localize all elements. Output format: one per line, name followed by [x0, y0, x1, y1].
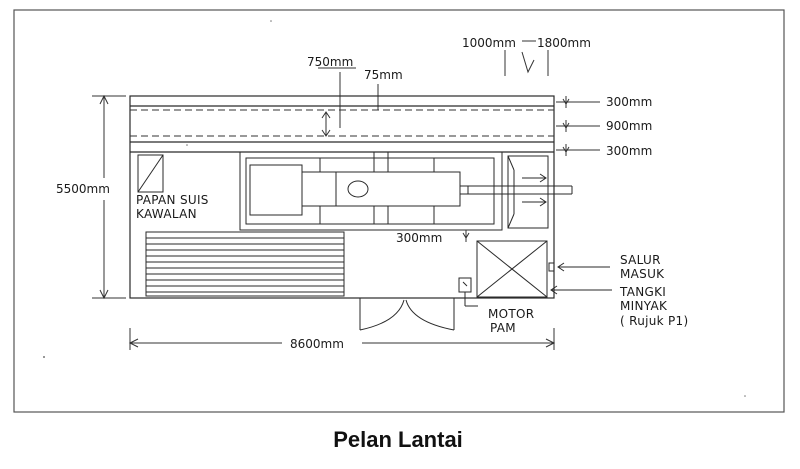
label-minyak: MINYAK [620, 299, 668, 313]
label-rujuk-p1: ( Rujuk P1) [620, 314, 688, 328]
dim-8600mm: 8600mm [290, 337, 344, 351]
label-pam: PAM [490, 321, 516, 335]
label-papan-suis: PAPAN SUIS [136, 193, 209, 207]
label-kawalan: KAWALAN [136, 207, 197, 221]
dim-300mm-mid: 300mm [606, 144, 652, 158]
dim-750mm: 750mm [307, 55, 353, 69]
width-dimension [128, 328, 556, 350]
label-salur: SALUR [620, 253, 661, 267]
label-tangki: TANGKI [619, 285, 666, 299]
dim-75mm: 75mm [364, 68, 403, 82]
switch-panel-symbol [137, 154, 164, 193]
top-dimension-group [504, 40, 549, 76]
dim-1000mm: 1000mm [462, 36, 516, 50]
right-dimension-ticks [556, 96, 600, 156]
pump-motor-symbol [458, 277, 478, 307]
label-masuk: MASUK [620, 267, 665, 281]
fuel-tank-symbol [476, 240, 612, 298]
inner-dimension [462, 230, 470, 242]
drawing-frame [13, 9, 785, 413]
dim-5500mm: 5500mm [56, 182, 110, 196]
dim-300mm-top: 300mm [606, 95, 652, 109]
roof-dimension-leaders [318, 67, 379, 137]
dim-300mm-inner: 300mm [396, 231, 442, 245]
scan-specks [43, 20, 746, 397]
double-door [359, 298, 455, 331]
diagram-caption: Pelan Lantai [333, 427, 463, 452]
generator-set [239, 151, 573, 231]
label-motor: MOTOR [488, 307, 534, 321]
height-dimension [92, 94, 126, 300]
striped-floor-area [145, 231, 345, 297]
dim-1800mm: 1800mm [537, 36, 591, 50]
dim-900mm: 900mm [606, 119, 652, 133]
